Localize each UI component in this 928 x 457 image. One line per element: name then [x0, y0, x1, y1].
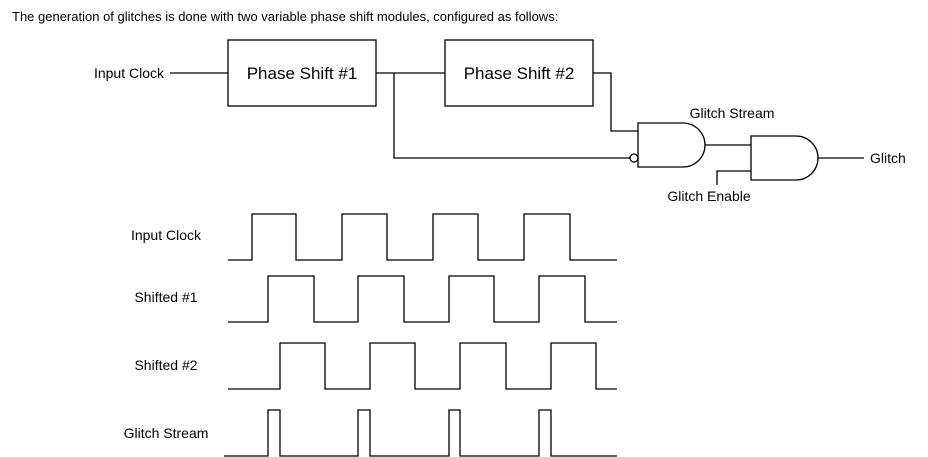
waveform-label-input-clock: Input Clock — [131, 227, 202, 243]
waveform-input-clock — [228, 213, 617, 261]
input-clock-label: Input Clock — [94, 65, 165, 81]
and-gate-glitch-stream — [637, 122, 706, 168]
and-gate-glitch — [750, 135, 819, 181]
waveform-label-shifted-2: Shifted #2 — [134, 357, 197, 373]
glitch-output-label: Glitch — [870, 150, 906, 166]
waveform-label-glitch-stream: Glitch Stream — [124, 425, 209, 441]
waveform-glitch-stream — [224, 409, 617, 457]
phase-shift-1-block — [227, 39, 377, 107]
phase-shift-1-label: Phase Shift #1 — [247, 64, 358, 83]
waveform-shifted-1 — [228, 275, 617, 323]
waveform-shifted-2 — [228, 342, 617, 390]
glitch-enable-label: Glitch Enable — [667, 188, 750, 204]
inverter-bubble — [629, 153, 639, 163]
caption: The generation of glitches is done with … — [12, 9, 559, 24]
enable-wire — [716, 170, 751, 185]
shift1-to-gate-wire — [393, 73, 630, 159]
shift2-to-gate-wire — [593, 72, 638, 132]
glitch-stream-label: Glitch Stream — [690, 105, 775, 121]
phase-shift-2-label: Phase Shift #2 — [464, 64, 575, 83]
waveform-label-shifted-1: Shifted #1 — [134, 289, 197, 305]
